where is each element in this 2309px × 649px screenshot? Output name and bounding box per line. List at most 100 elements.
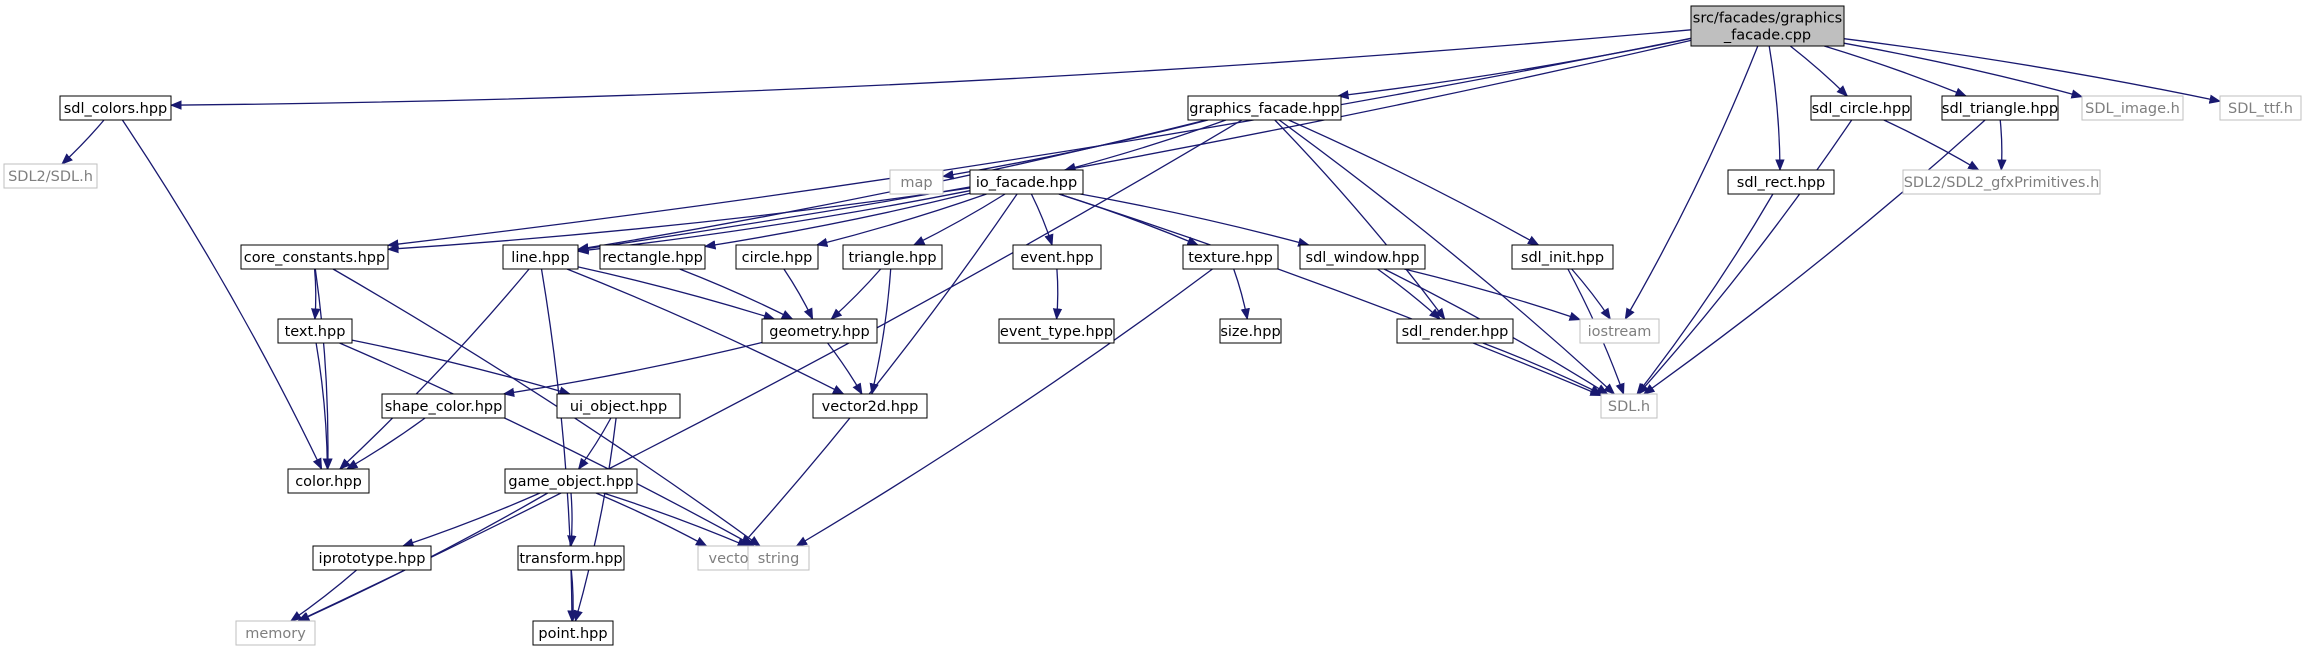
node-label: sdl_circle.hpp	[1812, 101, 1911, 117]
edge-line-to-vector2d	[566, 268, 845, 395]
node-rectangle[interactable]: rectangle.hpp	[599, 244, 706, 270]
edge-sdl_rect-to-sdl_h	[1636, 193, 1774, 395]
node-box	[1219, 318, 1282, 344]
node-box	[599, 244, 706, 270]
edge-geometry-to-vector2d	[827, 342, 863, 396]
edge-root-to-sdl_image	[1843, 42, 2084, 99]
edge-shape_color-to-color	[345, 417, 426, 470]
edge-io_facade-to-sdl_h	[1058, 193, 1603, 397]
edge-sdl_window-to-iostream	[1404, 268, 1582, 321]
edge-circle-to-geometry	[783, 268, 814, 321]
node-box	[502, 244, 579, 270]
edge-sdl_circle-to-sdl_h	[1637, 119, 1853, 395]
node-box	[381, 393, 506, 419]
node-ui-object[interactable]: ui_object.hpp	[556, 393, 681, 419]
edge-io_facade-to-core_constants	[386, 187, 971, 254]
node-box	[240, 244, 389, 270]
node-line[interactable]: line.hpp	[502, 244, 579, 270]
edge-root-to-sdl_triangle	[1824, 45, 1968, 97]
node-label: text.hpp	[285, 324, 346, 340]
node-sdl-rect[interactable]: sdl_rect.hpp	[1727, 169, 1835, 195]
node-box	[1941, 95, 2059, 121]
node-root[interactable]: src/facades/graphics_facade.cpp	[1690, 5, 1845, 47]
edge-core_constants-to-string	[332, 268, 761, 547]
edge-root-to-sdl_rect	[1768, 45, 1785, 172]
edge-sdl_triangle-to-sdl_h	[1642, 119, 1986, 395]
node-map: map	[889, 169, 944, 195]
edge-sdl_window-to-sdl_render	[1377, 268, 1441, 320]
node-sdl-init[interactable]: sdl_init.hpp	[1511, 244, 1614, 270]
node-sdl-triangle[interactable]: sdl_triangle.hpp	[1941, 95, 2059, 121]
node-vector2d[interactable]: vector2d.hpp	[812, 393, 928, 419]
node-sdl-colors[interactable]: sdl_colors.hpp	[59, 95, 172, 121]
node-core-constants[interactable]: core_constants.hpp	[240, 244, 389, 270]
node-point[interactable]: point.hpp	[532, 620, 614, 646]
edge-game_object-to-transform	[567, 492, 577, 548]
node-label: sdl_render.hpp	[1402, 324, 1509, 340]
node-event[interactable]: event.hpp	[1012, 244, 1102, 270]
node-box	[1511, 244, 1614, 270]
edge-geometry-to-shape_color	[502, 341, 763, 397]
edge-iprototype-to-memory	[289, 569, 358, 622]
node-label: _facade.cpp	[1723, 28, 1811, 44]
node-graphics-facade[interactable]: graphics_facade.hpp	[1187, 95, 1342, 121]
node-triangle[interactable]: triangle.hpp	[842, 244, 943, 270]
node-iostream: iostream	[1579, 318, 1660, 344]
node-box	[842, 244, 943, 270]
node-event-type[interactable]: event_type.hpp	[998, 318, 1115, 344]
edge-root-to-graphics_facade	[1336, 37, 1692, 100]
node-box	[1396, 318, 1514, 344]
node-iprototype[interactable]: iprototype.hpp	[312, 545, 432, 571]
node-box	[1012, 244, 1102, 270]
node-io-facade[interactable]: io_facade.hpp	[969, 169, 1084, 195]
edge-ui_object-to-game_object	[577, 417, 612, 470]
edge-io_facade-to-rectangle	[703, 192, 971, 250]
node-color[interactable]: color.hpp	[287, 468, 370, 494]
node-size[interactable]: size.hpp	[1219, 318, 1282, 344]
node-label: size.hpp	[1220, 324, 1280, 340]
node-label: SDL_ttf.h	[2228, 101, 2293, 117]
edge-sdl_colors-to-color	[121, 119, 323, 471]
node-label: sdl_colors.hpp	[64, 101, 168, 117]
node-label: line.hpp	[511, 250, 569, 266]
edge-sdl_circle-to-gfx	[1883, 119, 1980, 171]
node-label: graphics_facade.hpp	[1189, 101, 1339, 117]
node-label: circle.hpp	[742, 250, 813, 266]
node-label: point.hpp	[538, 626, 607, 642]
edge-core_constants-to-color	[314, 268, 333, 471]
edge-graphics_facade-to-sdl_init	[1288, 119, 1540, 246]
node-label: string	[758, 551, 800, 567]
node-box	[1182, 244, 1279, 270]
node-label: sdl_rect.hpp	[1737, 175, 1825, 191]
node-sdl2-sdl: SDL2/SDL.h	[3, 163, 98, 189]
node-box	[1187, 95, 1342, 121]
node-label: iprototype.hpp	[319, 551, 426, 567]
edge-text-to-string	[339, 342, 756, 547]
node-label: sdl_triangle.hpp	[1942, 101, 2058, 117]
edge-io_facade-to-triangle	[912, 193, 1006, 246]
edge-game_object-to-string	[603, 492, 750, 548]
node-box	[59, 95, 172, 121]
edge-event-to-event_type	[1052, 268, 1063, 321]
node-texture[interactable]: texture.hpp	[1182, 244, 1279, 270]
node-string: string	[747, 545, 810, 571]
edge-text-to-color	[315, 342, 332, 471]
node-transform[interactable]: transform.hpp	[517, 545, 625, 571]
node-sdl-window[interactable]: sdl_window.hpp	[1299, 244, 1426, 270]
node-game-object[interactable]: game_object.hpp	[504, 468, 638, 494]
node-sdl-render[interactable]: sdl_render.hpp	[1396, 318, 1514, 344]
node-label: triangle.hpp	[848, 250, 936, 266]
nodes-layer: src/facades/graphics_facade.cpp sdl_color…	[3, 5, 2302, 646]
node-sdl-circle[interactable]: sdl_circle.hpp	[1810, 95, 1912, 121]
node-circle[interactable]: circle.hpp	[735, 244, 819, 270]
edge-graphics_facade-to-io_facade	[1063, 119, 1227, 172]
node-text[interactable]: text.hpp	[277, 318, 353, 344]
node-geometry[interactable]: geometry.hpp	[761, 318, 878, 344]
node-label: rectangle.hpp	[602, 250, 703, 266]
edge-texture-to-size	[1233, 268, 1250, 321]
node-label: io_facade.hpp	[976, 175, 1077, 191]
node-box	[1902, 169, 2101, 195]
node-box	[889, 169, 944, 195]
node-shape-color[interactable]: shape_color.hpp	[381, 393, 506, 419]
